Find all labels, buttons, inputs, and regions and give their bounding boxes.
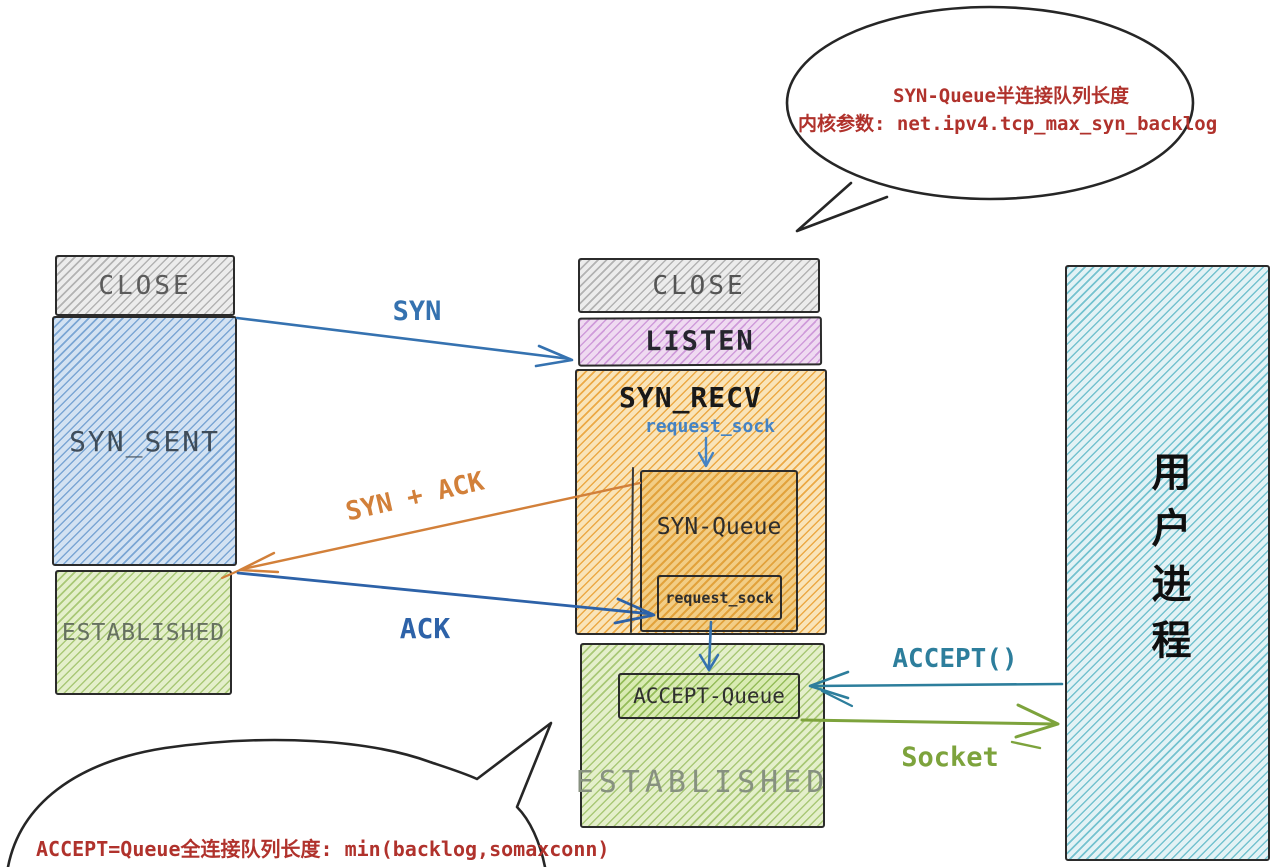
accept-queue-box: ACCEPT-Queue <box>618 673 800 719</box>
client-established-state-box: ESTABLISHED <box>55 570 232 695</box>
accept-call-label: ACCEPT() <box>892 644 1018 674</box>
client-established-label: ESTABLISHED <box>61 619 226 646</box>
accept-arrowhead-extra <box>820 689 854 708</box>
client-close-state-box: CLOSE <box>55 255 235 316</box>
client-syn-sent-state-box: SYN_SENT <box>52 316 237 566</box>
user-process-label: 用户进程 <box>1144 451 1191 675</box>
server-close-label: CLOSE <box>652 270 746 301</box>
server-listen-state-box: LISTEN <box>577 316 823 367</box>
accept-arrow <box>810 682 1064 688</box>
socket-label: Socket <box>901 742 999 773</box>
user-process-box: 用户进程 <box>1065 265 1270 861</box>
syn-ack-message-label: SYN + ACK <box>342 466 488 528</box>
ack-message-label: ACK <box>399 612 451 645</box>
syn-queue-label: SYN-Queue <box>656 514 782 540</box>
server-listen-label: LISTEN <box>645 325 755 358</box>
syn-ack-arrowhead-icon <box>238 551 280 574</box>
syn-arrowhead-icon <box>534 344 574 368</box>
request-sock-item-label: request_sock <box>665 588 774 607</box>
accept-queue-label: ACCEPT-Queue <box>633 684 785 708</box>
syn-queue-note-text: SYN-Queue半连接队列长度 内核参数: net.ipv4.tcp_max_… <box>798 82 1218 138</box>
server-established-label: ESTABLISHED <box>575 765 830 800</box>
client-close-label: CLOSE <box>98 270 192 301</box>
socket-arrowhead-icon <box>1014 703 1060 739</box>
server-syn-recv-label: SYN_RECV <box>619 381 762 414</box>
server-established-state-box: ESTABLISHED <box>576 643 825 828</box>
server-close-state-box: CLOSE <box>578 258 820 313</box>
client-syn-sent-label: SYN_SENT <box>69 424 220 458</box>
syn-queue-note-line2: 内核参数: net.ipv4.tcp_max_syn_backlog <box>798 113 1218 135</box>
socket-arrow <box>800 718 1056 726</box>
accept-queue-note-text: ACCEPT=Queue全连接队列长度: min(backlog,somaxco… <box>36 837 610 861</box>
syn-queue-note-line1: SYN-Queue半连接队列长度 <box>893 85 1129 107</box>
syn-message-label: SYN <box>392 296 442 327</box>
request-sock-flow-label: request_sock <box>644 416 776 437</box>
request-sock-item-box: request_sock <box>657 575 782 620</box>
